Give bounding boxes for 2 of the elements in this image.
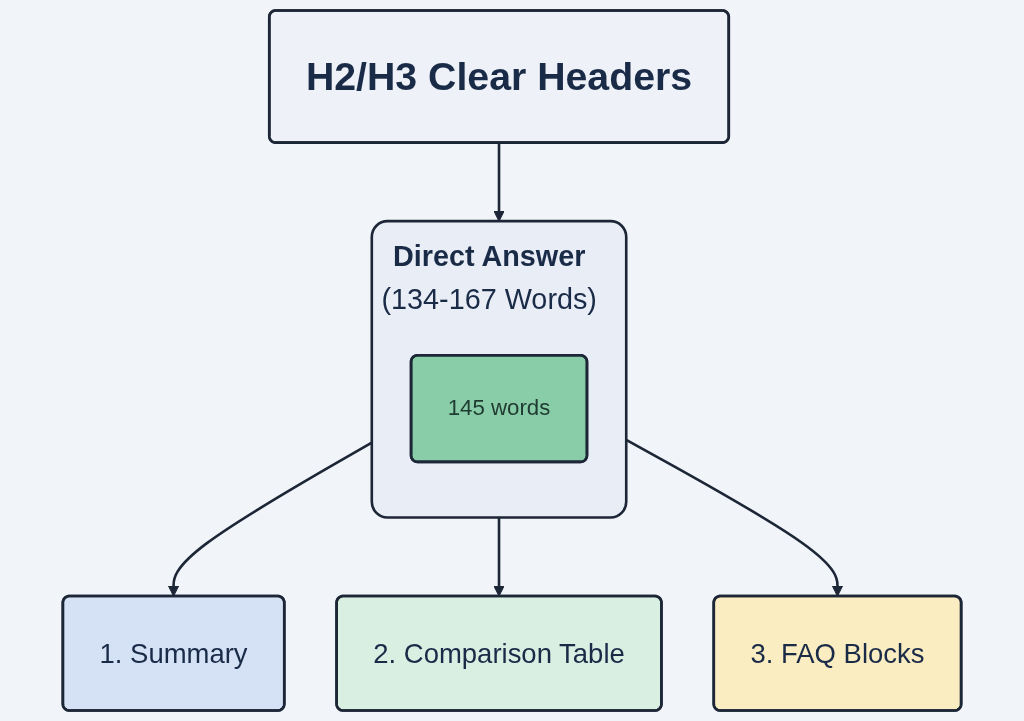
arrow <box>493 142 505 222</box>
arrow <box>493 517 505 597</box>
